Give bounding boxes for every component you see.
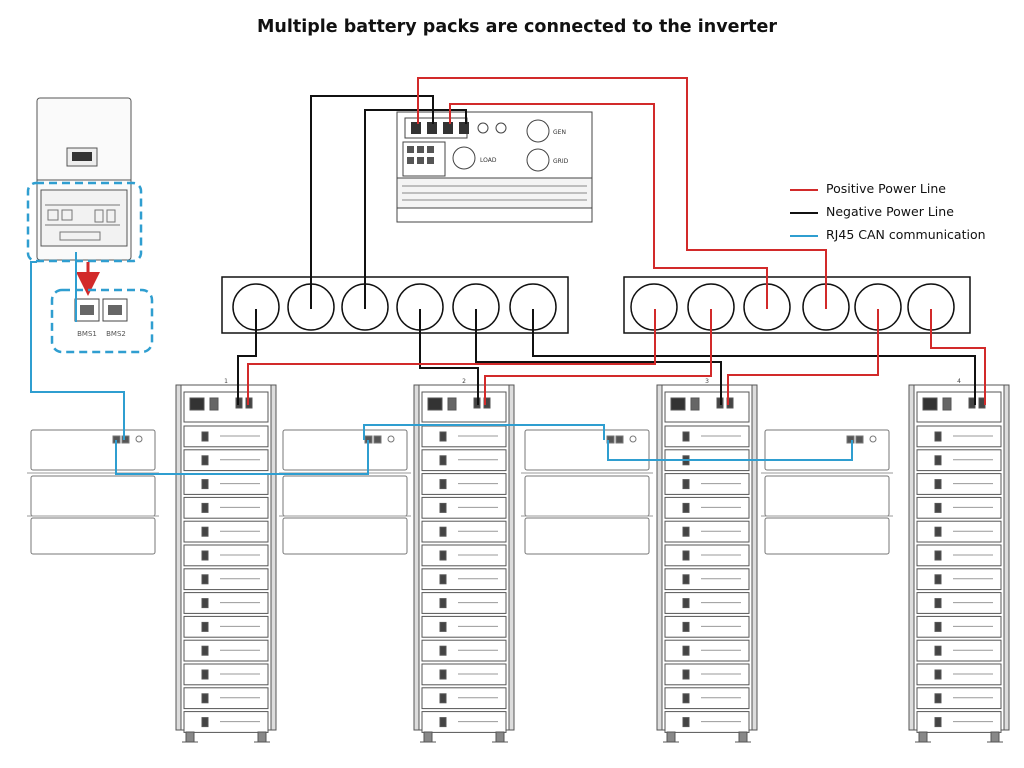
- battery-module: [421, 544, 507, 567]
- battery-module: [183, 663, 269, 686]
- battery-module: [183, 568, 269, 591]
- battery-module: [421, 615, 507, 638]
- legend-label-can: RJ45 CAN communication: [826, 227, 986, 242]
- battery-module: [664, 592, 750, 614]
- can-port-icon: [606, 435, 624, 444]
- battery-module: [664, 615, 750, 638]
- rack-id-label: 1: [224, 378, 228, 385]
- battery-module: [916, 687, 1002, 710]
- bms2-label: BMS2: [106, 330, 126, 338]
- battery-module: [183, 639, 269, 662]
- positive-power-lines: [247, 77, 986, 405]
- battery-rack: 4: [908, 378, 1010, 743]
- battery-module: [916, 592, 1002, 614]
- battery-module: [916, 449, 1002, 472]
- high-voltage-box: [916, 391, 1002, 423]
- battery-module: [421, 711, 507, 733]
- hybrid-inverter: [26, 97, 143, 263]
- legend-label-negative: Negative Power Line: [826, 204, 954, 219]
- load-label: LOAD: [480, 157, 497, 164]
- battery-module: [183, 687, 269, 710]
- battery-module: [421, 687, 507, 710]
- battery-module: [664, 496, 750, 519]
- battery-module: [916, 425, 1002, 448]
- battery-module: [183, 615, 269, 638]
- grid-label: GRID: [553, 158, 569, 165]
- bms-control-unit: [279, 429, 411, 555]
- battery-module: [916, 711, 1002, 733]
- battery-module: [421, 473, 507, 495]
- battery-module: [183, 425, 269, 448]
- battery-module: [664, 520, 750, 543]
- battery-rack: 1: [175, 378, 277, 743]
- battery-module: [916, 615, 1002, 638]
- battery-module: [664, 663, 750, 686]
- diagram-title: Multiple battery packs are connected to …: [257, 17, 777, 37]
- battery-module: [664, 473, 750, 495]
- legend-label-positive: Positive Power Line: [826, 181, 946, 196]
- battery-module: [916, 568, 1002, 591]
- battery-module: [421, 592, 507, 614]
- battery-module: [664, 568, 750, 591]
- battery-module: [421, 639, 507, 662]
- battery-module: [664, 639, 750, 662]
- bms-control-unit: [521, 429, 653, 555]
- battery-module: [916, 544, 1002, 567]
- rack-id-label: 4: [957, 378, 961, 385]
- battery-module: [916, 639, 1002, 662]
- negative-power-lines: [237, 95, 976, 405]
- positive-busbar: [623, 276, 971, 334]
- bms-control-unit: [761, 429, 893, 555]
- can-line-swatch: [790, 235, 818, 237]
- battery-module: [664, 544, 750, 567]
- bms1-port-icon: [74, 298, 100, 322]
- battery-module: [421, 449, 507, 472]
- battery-module: [916, 496, 1002, 519]
- battery-module: [421, 425, 507, 448]
- battery-module: [183, 520, 269, 543]
- battery-rack: 3: [656, 378, 758, 743]
- battery-module: [664, 687, 750, 710]
- can-port-icon: [112, 435, 130, 444]
- combiner-box: LOAD GEN GRID: [396, 111, 593, 223]
- bms-control-unit: [27, 429, 159, 555]
- battery-module: [183, 496, 269, 519]
- rack-id-label: 3: [705, 378, 709, 385]
- battery-module: [421, 568, 507, 591]
- positive-line-swatch: [790, 189, 818, 191]
- battery-module: [664, 711, 750, 733]
- battery-rack: 2: [413, 378, 515, 743]
- battery-module: [916, 663, 1002, 686]
- high-voltage-box: [421, 391, 507, 423]
- battery-module: [916, 473, 1002, 495]
- battery-module: [664, 425, 750, 448]
- battery-module: [421, 520, 507, 543]
- high-voltage-box: [183, 391, 269, 423]
- battery-module: [183, 592, 269, 614]
- negative-line-swatch: [790, 212, 818, 214]
- battery-module: [421, 663, 507, 686]
- battery-module: [916, 520, 1002, 543]
- battery-module: [183, 473, 269, 495]
- high-voltage-box: [664, 391, 750, 423]
- negative-busbar: [221, 276, 569, 334]
- battery-module: [183, 711, 269, 733]
- can-port-icon: [846, 435, 864, 444]
- bms1-label: BMS1: [77, 330, 97, 338]
- rack-id-label: 2: [462, 378, 466, 385]
- inverter-display-icon: [66, 147, 98, 167]
- battery-module: [183, 544, 269, 567]
- can-communication-lines: [30, 252, 853, 475]
- battery-module: [183, 449, 269, 472]
- bms-comm-ports-callout: BMS1 BMS2: [50, 262, 154, 354]
- battery-module: [421, 496, 507, 519]
- gen-label: GEN: [553, 129, 566, 136]
- bms2-port-icon: [102, 298, 128, 322]
